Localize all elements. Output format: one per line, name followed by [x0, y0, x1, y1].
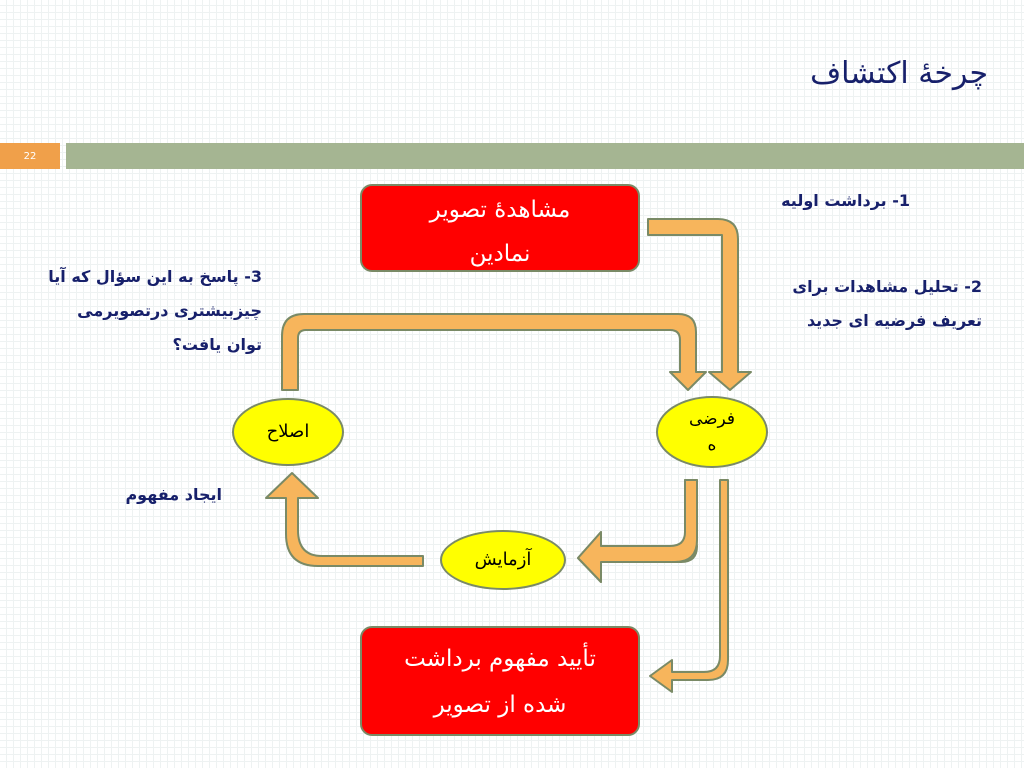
- observe-symbolic-image-box: مشاهدۀ تصویر نمادین: [360, 184, 640, 272]
- observe-line2: نمادین: [469, 241, 531, 267]
- experiment-label: آزمایش: [474, 549, 532, 570]
- step2-label: 2- تحلیل مشاهدات برای تعریف فرضیه ای جدی…: [792, 270, 982, 338]
- step1-label: 1- برداشت اولیه: [781, 191, 910, 210]
- page-number: 22: [0, 143, 60, 169]
- step2-line1: 2- تحلیل مشاهدات برای: [792, 277, 982, 296]
- header-bar: [66, 143, 1024, 169]
- step3-line2: چیزبیشتری درتصویرمی: [77, 301, 262, 320]
- step3-line3: توان یافت؟: [172, 335, 262, 354]
- experiment-ellipse: آزمایش: [440, 530, 566, 590]
- hypothesis-ellipse: فرضی ه: [656, 396, 768, 468]
- arrow-observe-to-hypothesis: [647, 218, 752, 391]
- revision-ellipse: اصلاح: [232, 398, 344, 466]
- step3-label: 3- پاسخ به این سؤال که آیا چیزبیشتری درت…: [48, 260, 262, 362]
- arrow-hypothesis-to-confirm: [649, 479, 729, 693]
- hypothesis-line2: ه: [707, 435, 717, 455]
- observe-line1: مشاهدۀ تصویر: [429, 197, 571, 223]
- slide-title: چرخۀ اکتشاف: [810, 56, 988, 91]
- confirm-line2: شده از تصویر: [433, 692, 567, 718]
- confirm-line1: تأیید مفهوم برداشت: [404, 646, 596, 672]
- hypothesis-line1: فرضی: [688, 409, 736, 429]
- confirm-concept-box: تأیید مفهوم برداشت شده از تصویر: [360, 626, 640, 736]
- step2-line2: تعریف فرضیه ای جدید: [806, 311, 982, 330]
- arrow-hypothesis-to-experiment-body: [577, 479, 698, 583]
- arrow-revision-to-hypothesis: [281, 313, 707, 391]
- concept-creation-label: ایجاد مفهوم: [125, 485, 222, 504]
- step3-line1: 3- پاسخ به این سؤال که آیا: [48, 267, 262, 286]
- revision-label: اصلاح: [266, 421, 310, 442]
- arrow-experiment-to-revision: [265, 472, 424, 567]
